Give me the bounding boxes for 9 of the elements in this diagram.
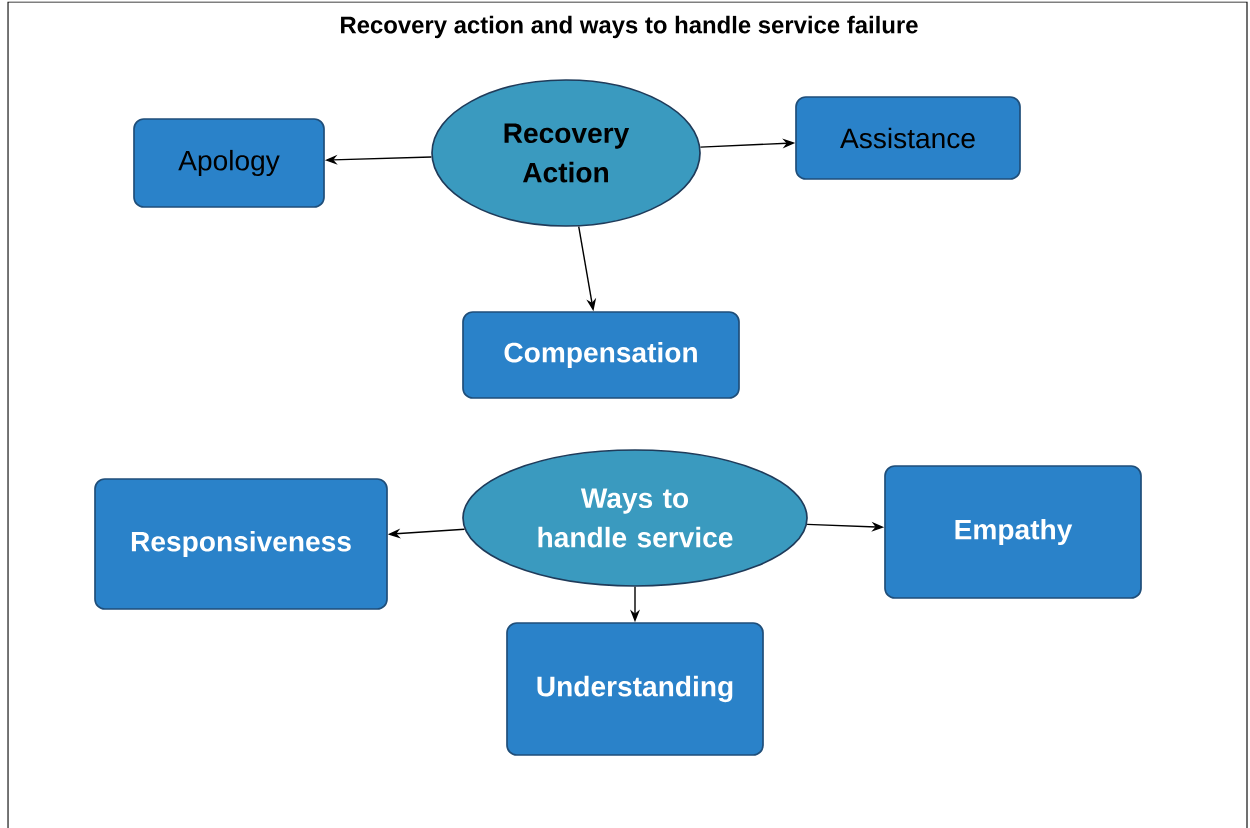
ellipse-node: Ways to handle service (462, 449, 808, 587)
process-box: Compensation (462, 311, 740, 399)
process-box: Empathy (884, 465, 1142, 599)
ellipse-node: Recovery Action (431, 79, 701, 227)
process-box: Assistance (795, 96, 1021, 180)
process-box: Understanding (506, 622, 764, 756)
title: Recovery action and ways to handle service failure (341, 15, 918, 39)
process-box: Apology (133, 118, 325, 208)
process-box: Responsiveness (94, 478, 388, 610)
